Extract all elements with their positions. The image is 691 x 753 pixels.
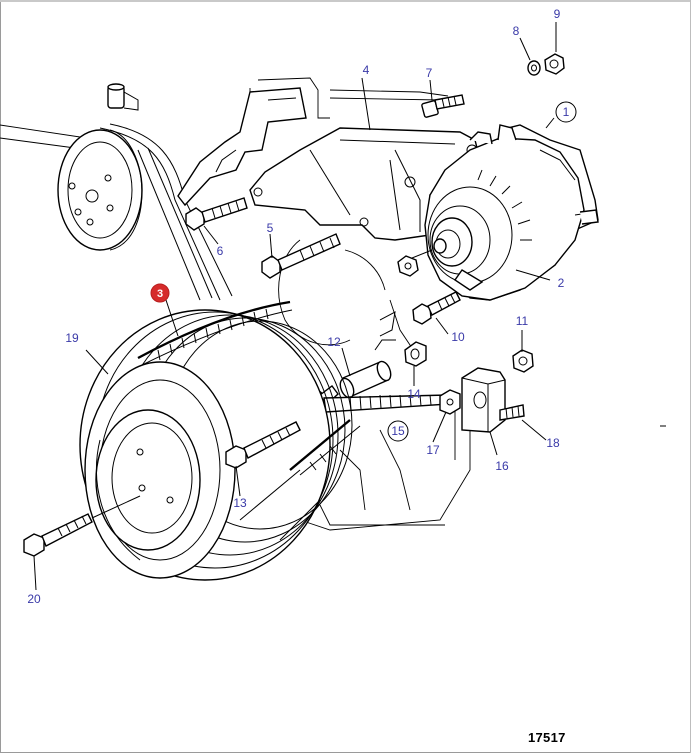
callout-18[interactable]: 18 xyxy=(546,436,560,450)
engine-block-outline xyxy=(0,77,471,531)
bolt-18 xyxy=(499,404,525,421)
callout-11[interactable]: 11 xyxy=(516,314,529,328)
drive-belt-3 xyxy=(137,300,361,541)
leader-lines xyxy=(33,22,666,591)
callout-16[interactable]: 16 xyxy=(495,459,509,473)
bolt-10 xyxy=(412,291,461,325)
bolt-20 xyxy=(23,495,141,557)
callout-10[interactable]: 10 xyxy=(451,330,465,344)
callout-labels: 1 2 4 5 6 7 8 9 10 11 12 13 14 15 16 17 … xyxy=(27,7,577,606)
callout-19[interactable]: 19 xyxy=(65,331,79,345)
callout-20[interactable]: 20 xyxy=(27,592,41,606)
washer-14 xyxy=(404,341,427,367)
callout-1[interactable]: 1 xyxy=(563,105,570,119)
pump-stud xyxy=(107,83,139,111)
adjusting-link xyxy=(374,269,484,351)
callout-14[interactable]: 14 xyxy=(407,387,421,401)
nut-17 xyxy=(439,389,461,415)
alternator-nut xyxy=(397,255,419,277)
callout-15[interactable]: 15 xyxy=(391,424,405,438)
callout-6[interactable]: 6 xyxy=(217,244,224,258)
callout-4[interactable]: 4 xyxy=(363,63,370,77)
callout-7[interactable]: 7 xyxy=(426,66,433,80)
bolt-5 xyxy=(261,233,341,279)
top-border xyxy=(0,0,691,2)
callout-17[interactable]: 17 xyxy=(426,443,440,457)
selected-callout-3[interactable]: 3 xyxy=(150,283,170,303)
nut-11 xyxy=(512,349,534,373)
callout-8[interactable]: 8 xyxy=(513,24,520,38)
callout-12[interactable]: 12 xyxy=(327,335,341,349)
callout-3[interactable]: 3 xyxy=(157,288,163,300)
bolt-7 xyxy=(421,94,465,118)
callout-2[interactable]: 2 xyxy=(558,276,565,290)
nut-9 xyxy=(544,53,565,75)
tension-block-16 xyxy=(461,367,506,433)
catalog-number: 17517 xyxy=(528,730,566,745)
washer-8 xyxy=(527,60,541,76)
callout-9[interactable]: 9 xyxy=(554,7,561,21)
alternator xyxy=(401,124,599,301)
coolant-hose xyxy=(177,87,307,207)
bolt-6 xyxy=(185,197,248,231)
bolt-13 xyxy=(225,421,301,469)
spacer-12 xyxy=(339,360,392,399)
callout-13[interactable]: 13 xyxy=(233,496,247,510)
water-pump-pulley xyxy=(57,129,143,251)
crankshaft-pulley xyxy=(79,309,353,581)
callout-5[interactable]: 5 xyxy=(267,221,274,235)
